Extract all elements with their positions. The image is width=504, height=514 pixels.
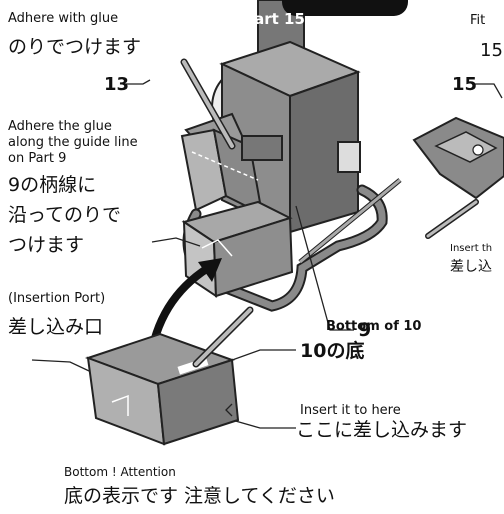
right-number-15-b: 15 xyxy=(452,74,478,95)
right-fit-label: Fit xyxy=(470,13,486,28)
right-insert-label-en: Insert th xyxy=(450,243,493,254)
bottom-of-10-label-en: Bottom of 10 xyxy=(326,319,422,334)
adhere-guide-jp-2: 沿ってのりで xyxy=(8,204,122,226)
part-15-model xyxy=(412,83,504,239)
right-insert-label-jp: 差し込 xyxy=(450,259,492,275)
adhere-guide-en-2: along the guide line xyxy=(8,135,138,150)
bottom-of-10-label-jp: 10の底 xyxy=(300,340,365,362)
part-9-number: 9 xyxy=(358,319,372,341)
insertion-port-label-en: (Insertion Port) xyxy=(8,291,106,306)
glue-stick-lower xyxy=(192,306,254,368)
adhere-guide-en-3: on Part 9 xyxy=(8,151,67,166)
adhere-guide-jp-1: 9の柄線に xyxy=(8,174,97,196)
adhere-guide-en-1: Adhere the glue xyxy=(8,119,112,134)
insert-here-label-en: Insert it to here xyxy=(300,403,401,418)
adhere-guide-jp-3: つけます xyxy=(8,234,85,256)
glue-stick-upper xyxy=(180,58,236,150)
insertion-port-label-jp: 差し込み口 xyxy=(8,316,104,338)
right-number-15-a: 15 xyxy=(480,40,503,61)
part-10-box xyxy=(84,332,240,446)
insert-here-label-jp: ここに差し込みます xyxy=(296,419,468,441)
adhere-glue-label-jp: のりでつけます xyxy=(8,36,142,58)
bottom-attention-label-en: Bottom ! Attention xyxy=(64,465,176,479)
step-badge xyxy=(282,0,408,16)
adhere-glue-label-en: Adhere with glue xyxy=(8,11,119,26)
bottom-attention-label-jp: 底の表示です 注意してください xyxy=(64,485,335,507)
part-13-number: 13 xyxy=(104,74,130,95)
step-badge-text: 10 & Part 15 xyxy=(199,10,305,28)
